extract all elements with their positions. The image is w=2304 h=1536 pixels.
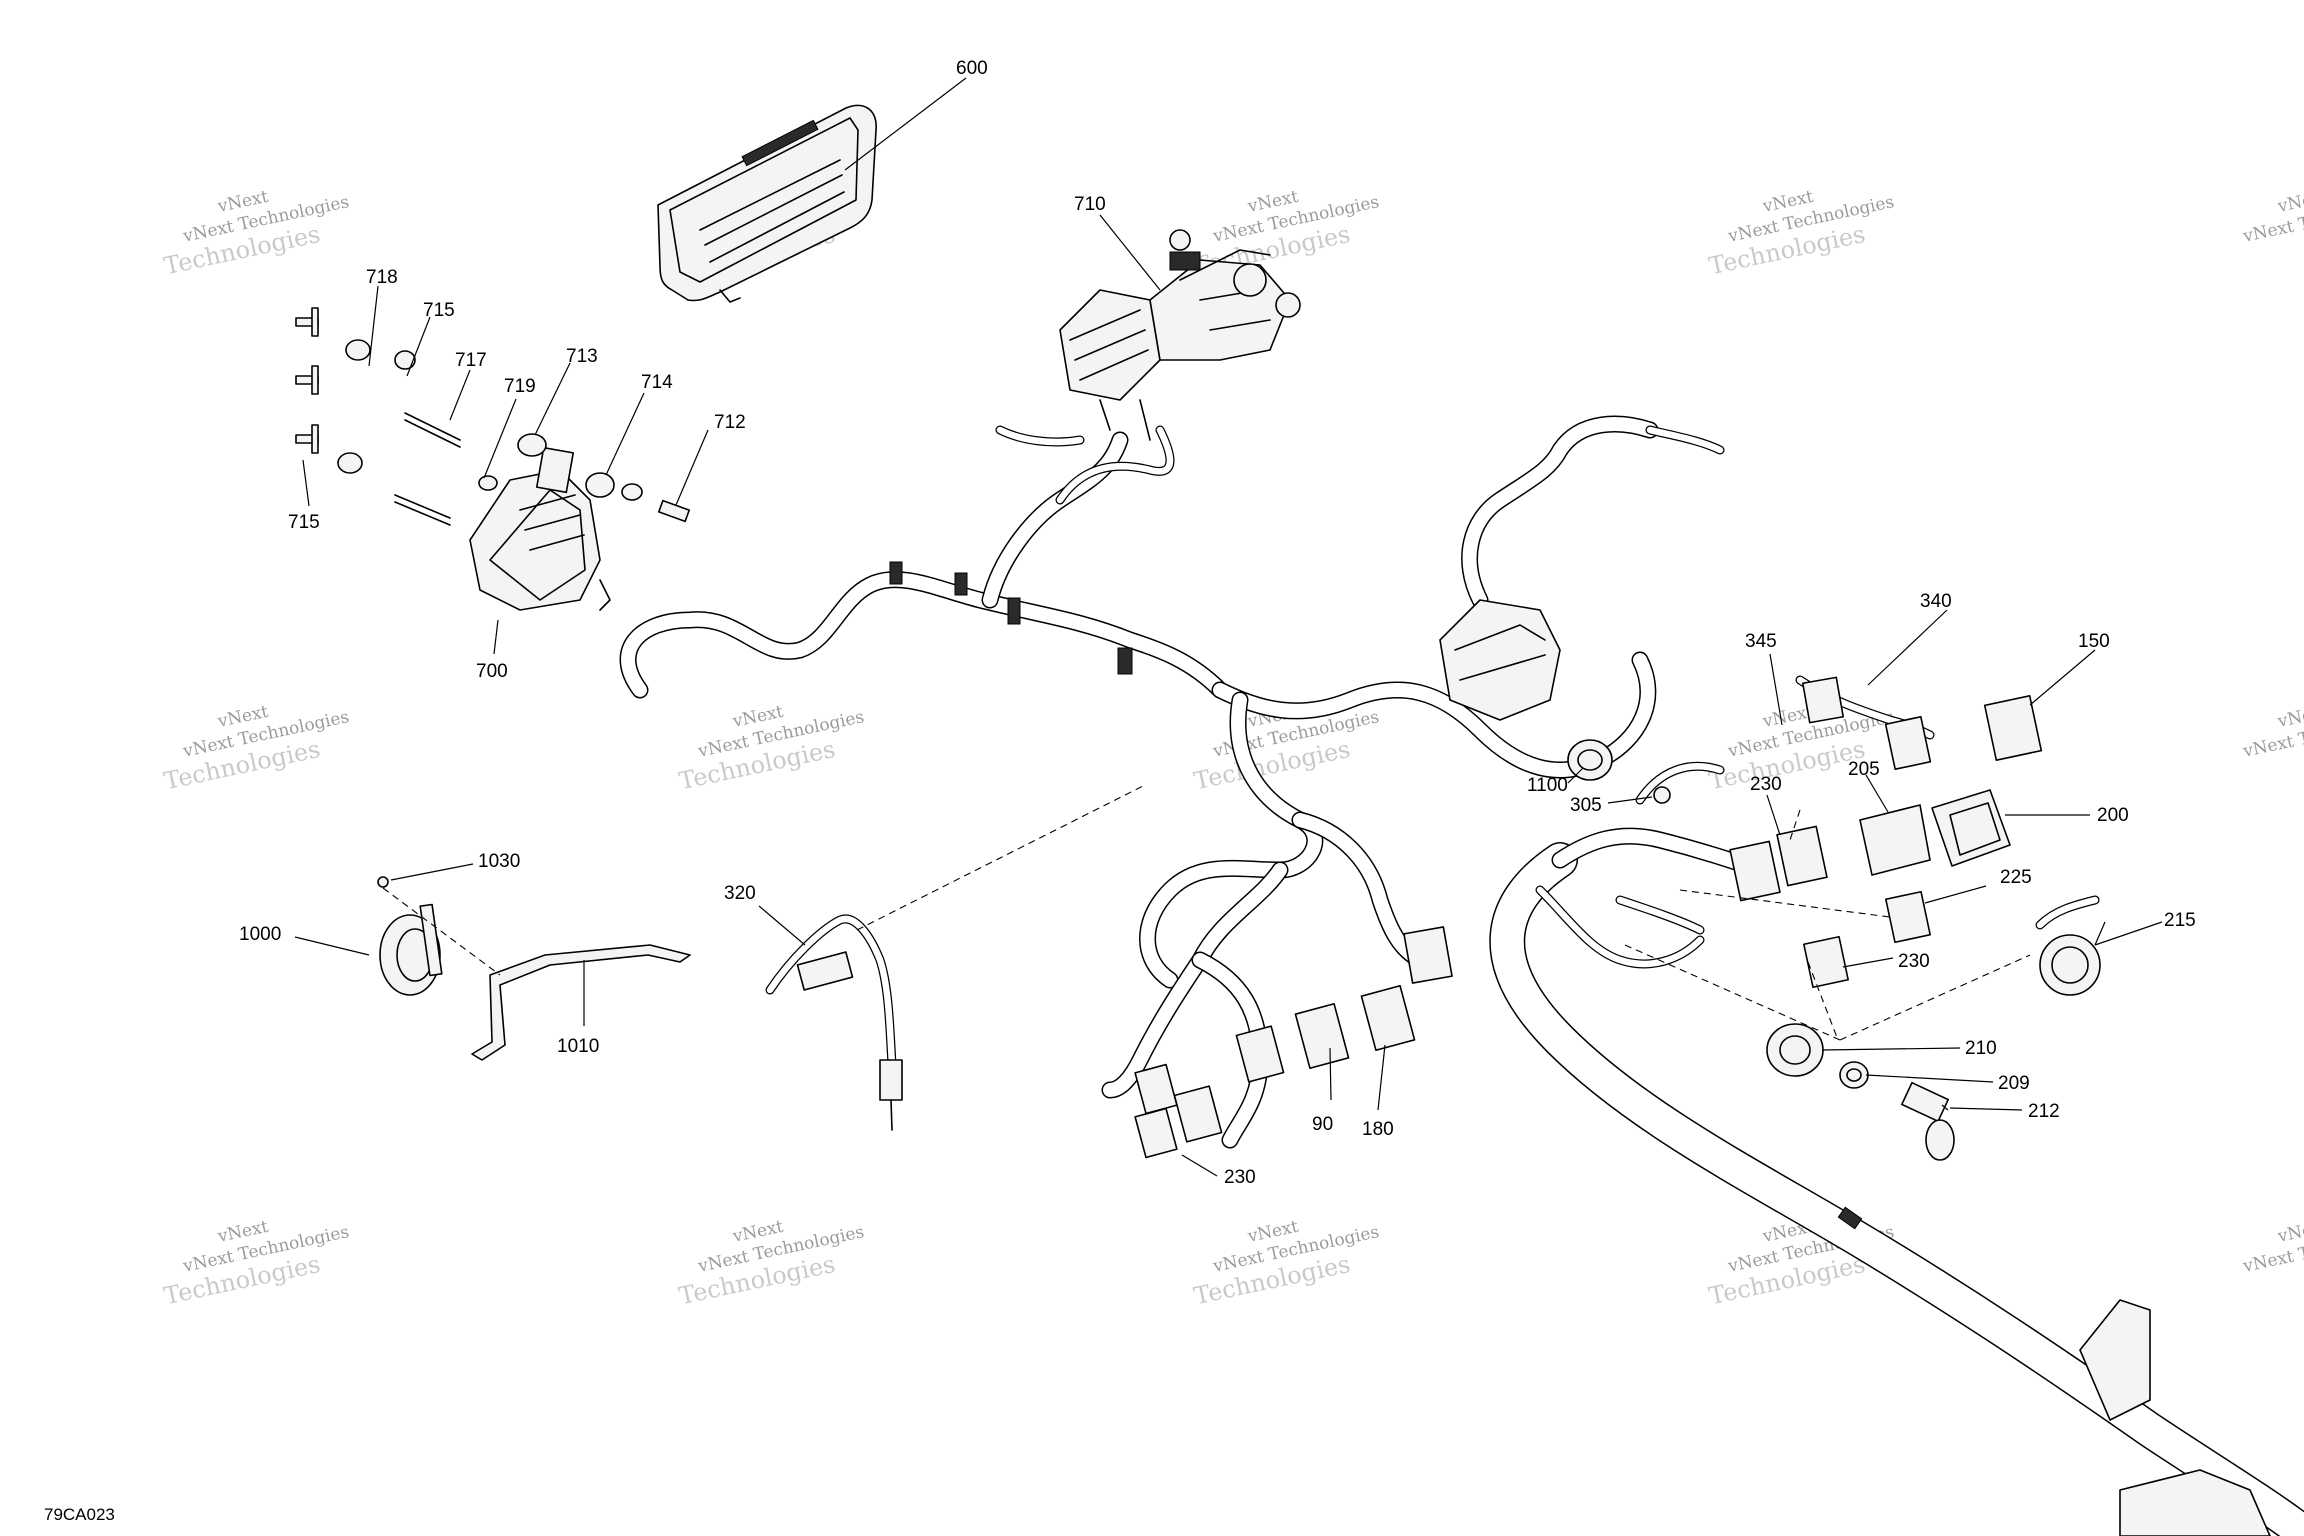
callout-230: 230 — [1224, 1167, 1256, 1188]
callout-600: 600 — [956, 58, 988, 79]
callout-340: 340 — [1920, 591, 1952, 612]
callout-209: 209 — [1998, 1073, 2030, 1094]
callout-700: 700 — [476, 661, 508, 682]
part-1010-bracket — [471, 944, 691, 1061]
callout-710: 710 — [1074, 194, 1106, 215]
callout-1000: 1000 — [239, 924, 281, 945]
callout-714: 714 — [641, 372, 673, 393]
callout-230: 230 — [1750, 774, 1782, 795]
callout-225: 225 — [2000, 867, 2032, 888]
callout-205: 205 — [1848, 759, 1880, 780]
callout-215: 215 — [2164, 910, 2196, 931]
part-1000-horn — [377, 876, 443, 996]
callout-345: 345 — [1745, 631, 1777, 652]
callout-715: 715 — [423, 300, 455, 321]
callout-718: 718 — [366, 267, 398, 288]
dashed-connection-lines — [382, 784, 2031, 1041]
right-parts-group — [1439, 599, 2271, 1536]
callout-212: 212 — [2028, 1101, 2060, 1122]
callout-719: 719 — [504, 376, 536, 397]
leader-lines — [294, 77, 2163, 1177]
part-700-module — [295, 307, 691, 611]
callout-320: 320 — [724, 883, 756, 904]
callout-180: 180 — [1362, 1119, 1394, 1140]
callout-230: 230 — [1898, 951, 1930, 972]
watermark-small: vNext — [2275, 1217, 2304, 1247]
callout-715: 715 — [288, 512, 320, 533]
part-710-bracket-assembly — [1059, 229, 1301, 441]
callout-717: 717 — [455, 350, 487, 371]
callout-90: 90 — [1312, 1114, 1333, 1135]
callout-713: 713 — [566, 346, 598, 367]
switch-group-lower — [1134, 926, 1453, 1159]
callout-1100: 1100 — [1527, 775, 1568, 796]
part-600-cluster — [657, 104, 877, 303]
watermark-small: vNext — [2275, 702, 2304, 732]
callout-1030: 1030 — [478, 851, 520, 872]
callout-712: 712 — [714, 412, 746, 433]
callout-150: 150 — [2078, 631, 2110, 652]
part-320-sensor — [765, 914, 903, 1131]
callout-labels: 600 710 718 715 717 719 713 714 712 715 … — [239, 58, 2196, 1188]
diagram-reference-code: 79CA023 — [44, 1505, 115, 1524]
callout-1010: 1010 — [557, 1036, 599, 1057]
callout-210: 210 — [1965, 1038, 1997, 1059]
watermark-small: vNext — [2275, 187, 2304, 217]
callout-305: 305 — [1570, 795, 1602, 816]
callout-200: 200 — [2097, 805, 2129, 826]
